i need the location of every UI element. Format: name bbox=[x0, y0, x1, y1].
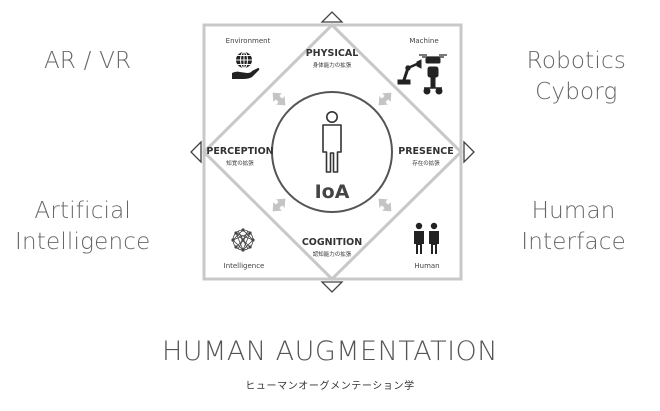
neural-network-icon bbox=[231, 228, 255, 252]
robot-arm-drone-icon bbox=[397, 54, 447, 95]
corner-human-label: Human bbox=[414, 262, 439, 270]
footer-title: HUMAN AUGMENTATION bbox=[162, 336, 498, 367]
top-triangle-icon bbox=[320, 11, 344, 23]
corner-intelligence-label: Intelligence bbox=[224, 262, 265, 270]
axis-cognition-subtitle: 認知能力の拡張 bbox=[313, 250, 352, 258]
side-label-line: Human bbox=[531, 198, 616, 224]
arrow-bottom-right-icon bbox=[378, 198, 392, 212]
bottom-triangle-icon bbox=[320, 281, 344, 293]
axis-physical-subtitle: 身体能力の拡張 bbox=[313, 61, 352, 69]
diagonal-arrows bbox=[272, 92, 392, 212]
center-label: IoA bbox=[315, 181, 350, 203]
corner-environment-label: Environment bbox=[226, 37, 271, 45]
axis-perception-subtitle: 知覚の拡張 bbox=[226, 159, 254, 167]
side-label-line: Cyborg bbox=[535, 79, 618, 105]
side-label-line: AR / VR bbox=[44, 48, 132, 74]
axis-perception-title: PERCEPTION bbox=[206, 146, 273, 157]
person-icon bbox=[322, 111, 342, 173]
side-label-line: Robotics bbox=[526, 48, 626, 74]
footer-subtitle: ヒューマンオーグメンテーション学 bbox=[245, 381, 415, 392]
arrow-top-right-icon bbox=[378, 92, 392, 106]
side-label-line: Interface bbox=[521, 229, 626, 255]
side-label-robotics-cyborg: Robotics Cyborg bbox=[527, 46, 626, 108]
globe-in-hand-icon bbox=[232, 51, 260, 79]
axis-cognition-title: COGNITION bbox=[302, 237, 362, 248]
arrow-bottom-left-icon bbox=[272, 198, 286, 212]
inner-diamond-frame bbox=[201, 22, 464, 282]
side-label-ar-vr: AR / VR bbox=[44, 46, 131, 77]
axis-physical-title: PHYSICAL bbox=[306, 48, 359, 59]
side-label-line: Intelligence bbox=[15, 229, 151, 255]
center-circle bbox=[271, 91, 393, 213]
side-label-artificial-intelligence: Artificial Intelligence bbox=[15, 196, 150, 258]
arrow-top-left-icon bbox=[272, 92, 286, 106]
corner-machine-label: Machine bbox=[409, 37, 438, 45]
augmentation-diagram: IoA PHYSICAL 身体能力の拡張 PERCEPTION 知覚の拡張 PR… bbox=[190, 11, 475, 293]
left-triangle-icon bbox=[190, 140, 202, 164]
side-label-line: Artificial bbox=[34, 198, 132, 224]
axis-presence-subtitle: 存在の拡張 bbox=[412, 159, 440, 167]
right-triangle-icon bbox=[463, 140, 475, 164]
axis-presence-title: PRESENCE bbox=[398, 146, 454, 157]
side-label-human-interface: Human Interface bbox=[521, 196, 626, 258]
two-people-icon bbox=[414, 222, 439, 254]
